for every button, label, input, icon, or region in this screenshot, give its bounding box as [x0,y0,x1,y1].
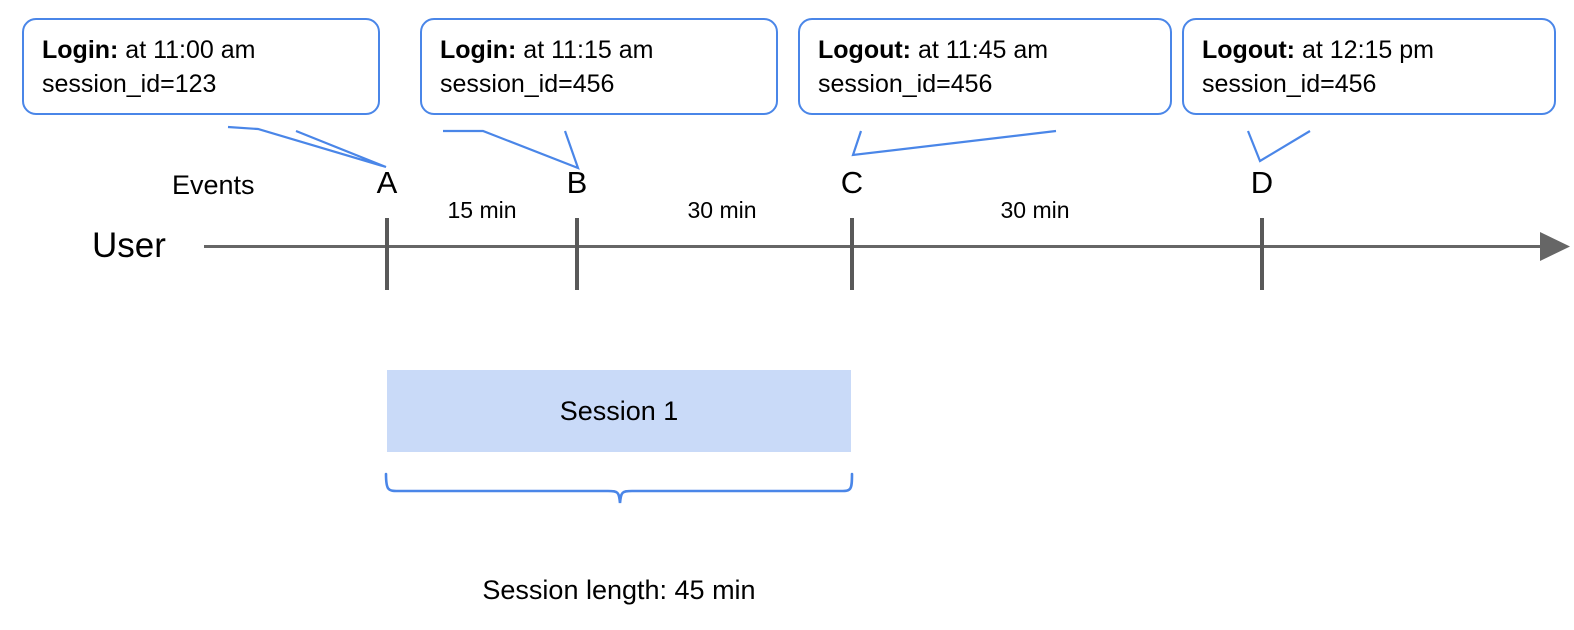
session-bar: Session 1 [387,370,851,452]
row-label-events: Events [172,170,255,200]
session-length-caption: Session length: 45 min [482,575,756,605]
event-letter-d: D [1250,165,1274,200]
tick-b [575,218,579,290]
callout-a-session: session_id=123 [42,69,217,98]
callout-a-lead: Login: [42,36,119,64]
tick-a [385,218,389,290]
callout-tail-d [1246,130,1311,163]
callout-logout-d: Logout: at 12:15 pm session_id=456 [1182,18,1556,115]
callout-c-rest: at 11:45 am [911,36,1049,64]
callout-d-lead: Logout: [1202,36,1296,64]
callout-login-a: Login: at 11:00 am session_id=123 [22,18,380,115]
event-letter-a: A [376,165,398,200]
event-letter-b: B [566,165,588,200]
session-bar-label: Session 1 [559,395,679,426]
callout-c-lead: Logout: [818,36,912,64]
callout-d-rest: at 12:15 pm [1295,36,1434,64]
duration-label-ab: 15 min [447,197,517,223]
callout-b-rest: at 11:15 am [516,36,654,64]
row-label-user: User [92,226,166,265]
callout-logout-c: Logout: at 11:45 am session_id=456 [798,18,1172,115]
callout-b-session: session_id=456 [440,69,615,98]
callout-login-b: Login: at 11:15 am session_id=456 [420,18,778,115]
tick-d [1260,218,1264,290]
timeline-axis [204,245,1544,248]
callout-tail-c [851,129,1057,157]
duration-label-bc: 30 min [687,197,757,223]
callout-c-session: session_id=456 [818,69,993,98]
tick-c [850,218,854,290]
callout-a-rest: at 11:00 am [118,36,256,64]
callout-tail-a [227,125,387,169]
callout-b-lead: Login: [440,36,517,64]
axis-arrowhead-icon [1540,232,1570,261]
duration-label-cd: 30 min [1000,197,1070,223]
event-letter-c: C [840,165,864,200]
callout-d-session: session_id=456 [1202,69,1377,98]
callout-tail-b [443,129,580,170]
session-brace [384,472,854,504]
